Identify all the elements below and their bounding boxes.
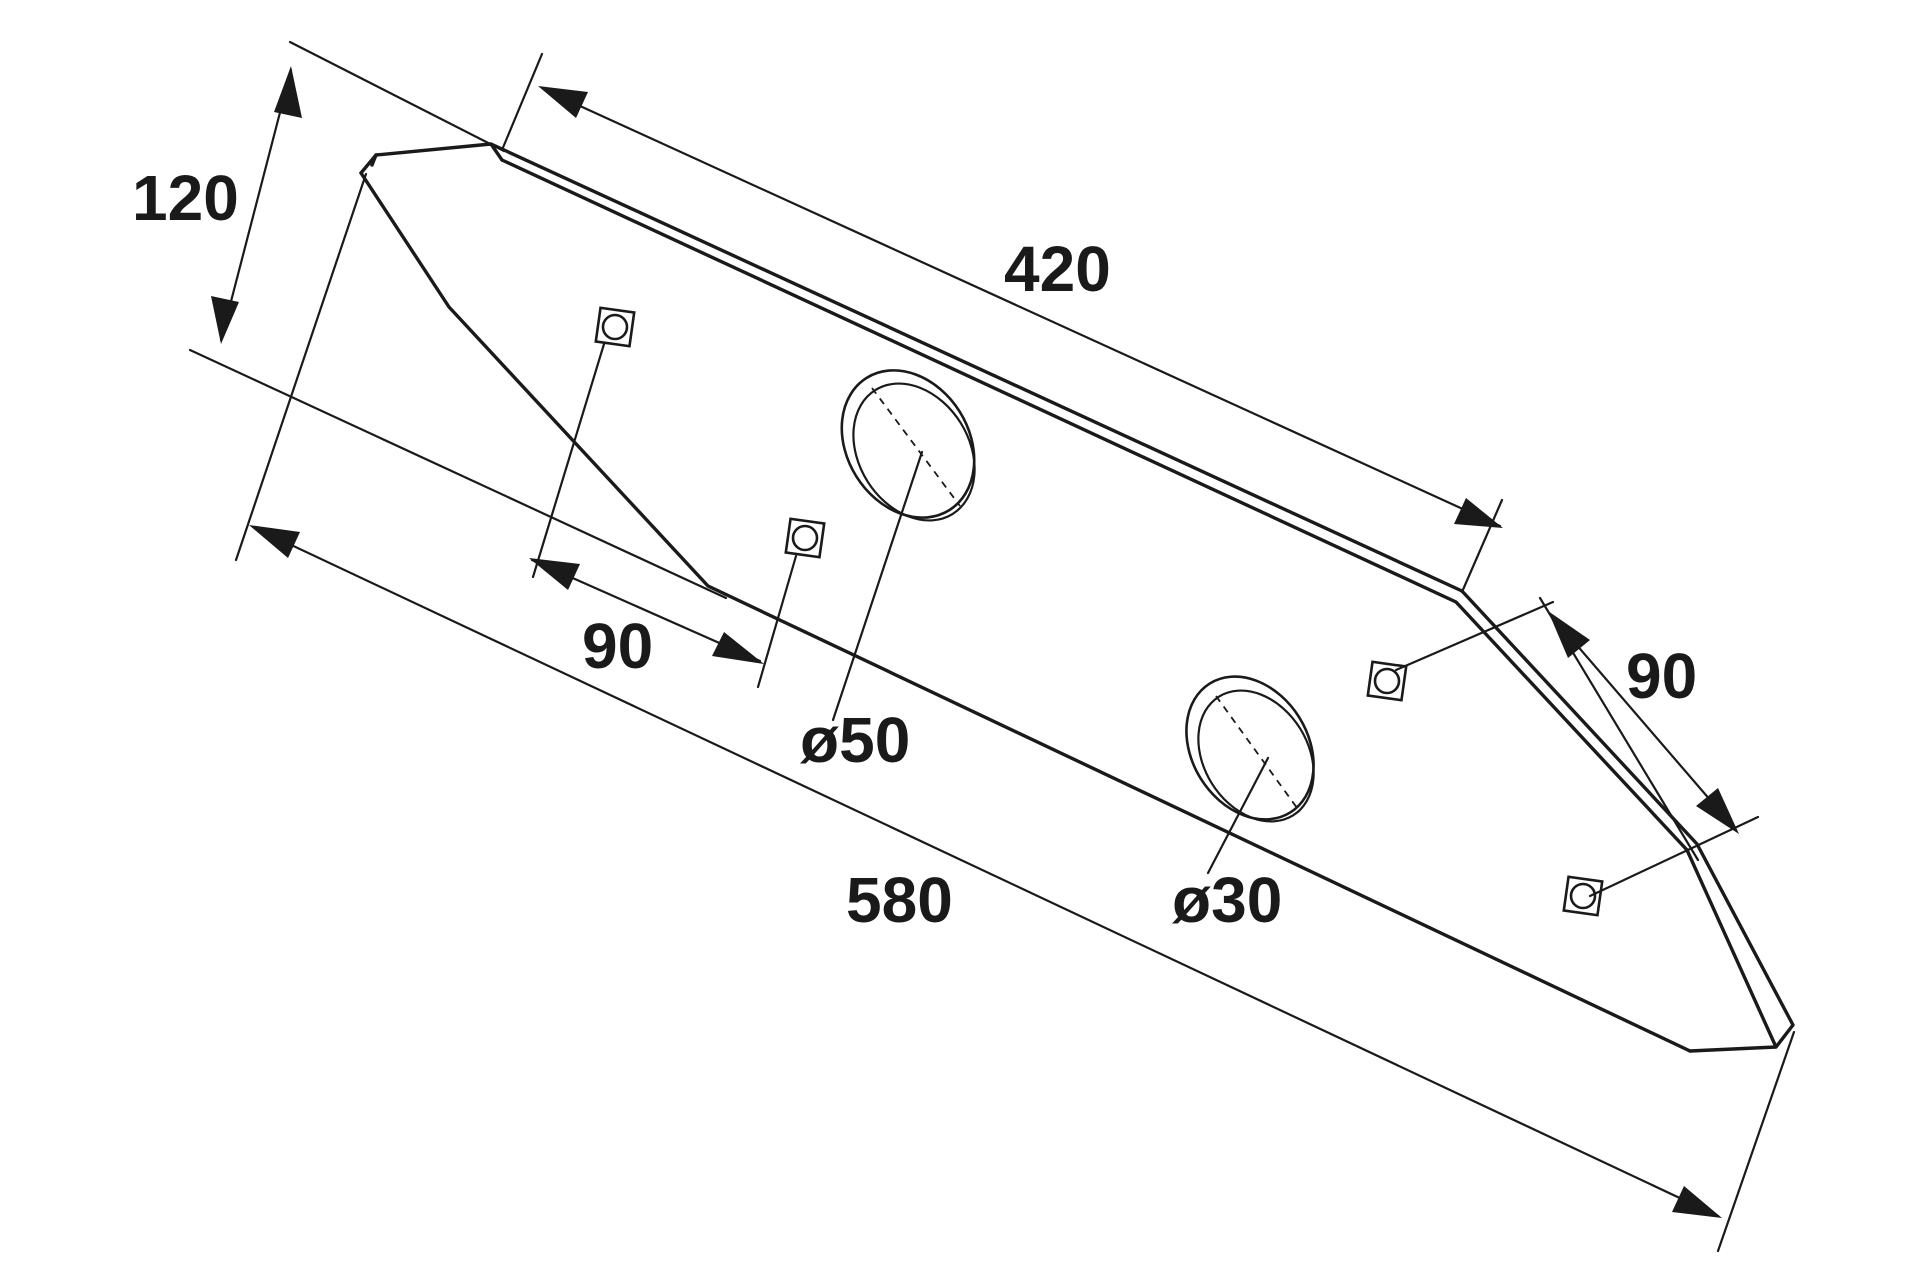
blade-inner-top-line [500, 158, 1778, 1049]
bolt-hole-2 [784, 517, 826, 559]
bolt-hole-1 [594, 306, 636, 348]
dim-label-dia30: ø30 [1172, 864, 1282, 936]
dim-label-120: 120 [132, 162, 239, 234]
dim-label-dia50: ø50 [800, 704, 910, 776]
dim-label-580: 580 [846, 864, 953, 936]
dimension-580 [249, 525, 1722, 1218]
leader-hole1 [531, 342, 606, 579]
extension-lines [188, 40, 1796, 1253]
blade-left-tip [370, 153, 378, 167]
blade-bevel-left [489, 142, 504, 162]
bolt-hole-4 [1562, 875, 1604, 917]
dimension-120 [211, 66, 302, 344]
dimension-420 [538, 86, 1503, 528]
dim-label-420: 420 [1004, 233, 1111, 305]
dimension-90-left [529, 558, 764, 664]
blade-bottom-edge [359, 171, 1692, 1053]
leader-dia30 [1206, 756, 1270, 875]
dim-label-90-left: 90 [582, 610, 653, 682]
dimension-90-right [1548, 611, 1739, 834]
blade-top-edge [359, 142, 1795, 1053]
leader-dia50 [831, 450, 924, 722]
bolt-hole-3 [1366, 660, 1408, 702]
dim-label-90-right: 90 [1626, 640, 1697, 712]
round-hole-small [1185, 675, 1315, 823]
share-blade-outline [359, 142, 1795, 1053]
round-hole-large [840, 369, 976, 522]
leader-lines [531, 342, 1270, 875]
leader-hole2 [756, 554, 798, 689]
